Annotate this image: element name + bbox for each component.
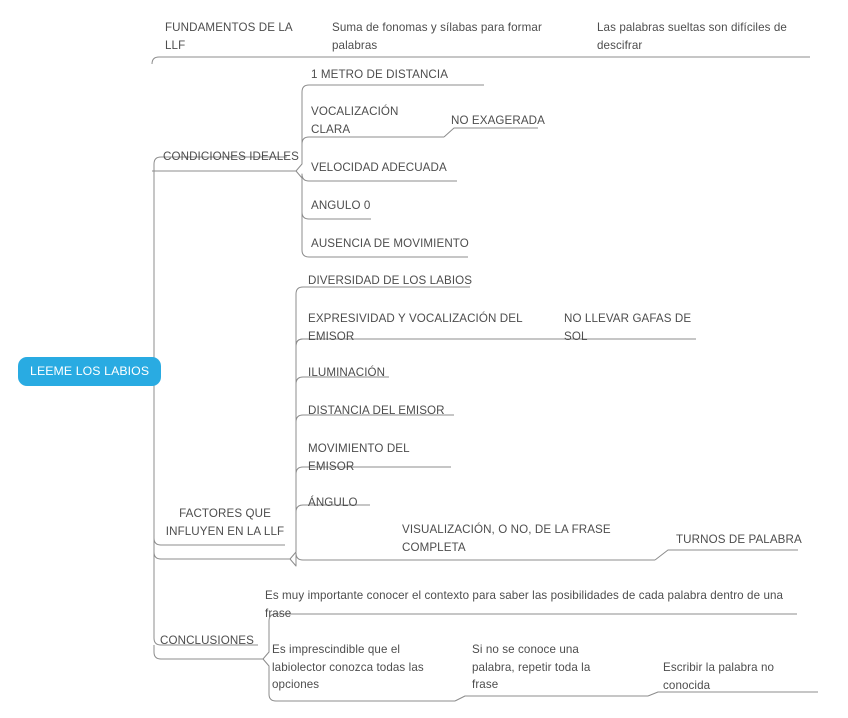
node-angulo-0[interactable]: ANGULO 0	[311, 199, 371, 212]
edge-si-no-se-conoce	[454, 695, 648, 702]
node-palabras-sueltas[interactable]: Las palabras sueltas son difíciles de de…	[597, 21, 787, 52]
edge-factores-underline	[152, 559, 159, 566]
node-no-llevar-gafas-de-sol[interactable]: NO LLEVAR GAFAS DE SOL	[564, 312, 692, 343]
node-si-no-se-conoce-una-palabra[interactable]: Si no se conoce una palabra, repetir tod…	[472, 643, 591, 692]
node-es-imprescindible-labiolector[interactable]: Es imprescindible que el labiolector con…	[272, 643, 424, 692]
node-turnos-de-palabra[interactable]: TURNOS DE PALABRA	[676, 533, 802, 546]
node-visualizacion-frase-completa[interactable]: VISUALIZACIÓN, O NO, DE LA FRASE COMPLET…	[402, 523, 611, 554]
edge-root-split	[147, 156, 287, 372]
edge-fundamentos-underline	[151, 56, 556, 65]
node-es-muy-importante-contexto[interactable]: Es muy importante conocer el contexto pa…	[265, 589, 784, 620]
node-1-metro-de-distancia[interactable]: 1 METRO DE DISTANCIA	[311, 68, 449, 81]
node-diversidad-de-los-labios[interactable]: DIVERSIDAD DE LOS LABIOS	[308, 274, 473, 287]
node-no-exagerada[interactable]: NO EXAGERADA	[451, 114, 545, 127]
node-condiciones-ideales[interactable]: CONDICIONES IDEALES	[163, 150, 299, 163]
edge-visualizacion-to-turnos	[654, 549, 798, 561]
node-conclusiones[interactable]: CONCLUSIONES	[160, 634, 254, 647]
root-node[interactable]: LEEME LOS LABIOS	[18, 357, 162, 386]
node-ausencia-de-movimiento[interactable]: AUSENCIA DE MOVIMIENTO	[311, 237, 469, 250]
node-iluminacion[interactable]: ILUMINACIÓN	[308, 366, 386, 379]
node-distancia-del-emisor[interactable]: DISTANCIA DEL EMISOR	[308, 404, 445, 417]
node-fundamentos-de-la-llf[interactable]: FUNDAMENTOS DE LA LLF	[165, 21, 293, 52]
node-movimiento-del-emisor[interactable]: MOVIMIENTO DEL EMISOR	[308, 442, 410, 473]
node-factores-que-influyen[interactable]: FACTORES QUE INFLUYEN EN LA LLF	[165, 507, 285, 538]
edge-factores-box	[153, 545, 290, 560]
node-suma-de-fonemas[interactable]: Suma de fonomas y sílabas para formar pa…	[332, 21, 542, 52]
node-angulo[interactable]: ÁNGULO	[308, 496, 358, 509]
node-expresividad-vocalizacion[interactable]: EXPRESIVIDAD Y VOCALIZACIÓN DEL EMISOR	[308, 312, 523, 343]
node-vocalizacion-clara[interactable]: VOCALIZACIÓN CLARA	[311, 105, 399, 136]
node-escribir-la-palabra-no-conocida[interactable]: Escribir la palabra no conocida	[663, 661, 775, 692]
node-velocidad-adecuada[interactable]: VELOCIDAD ADECUADA	[311, 161, 447, 174]
